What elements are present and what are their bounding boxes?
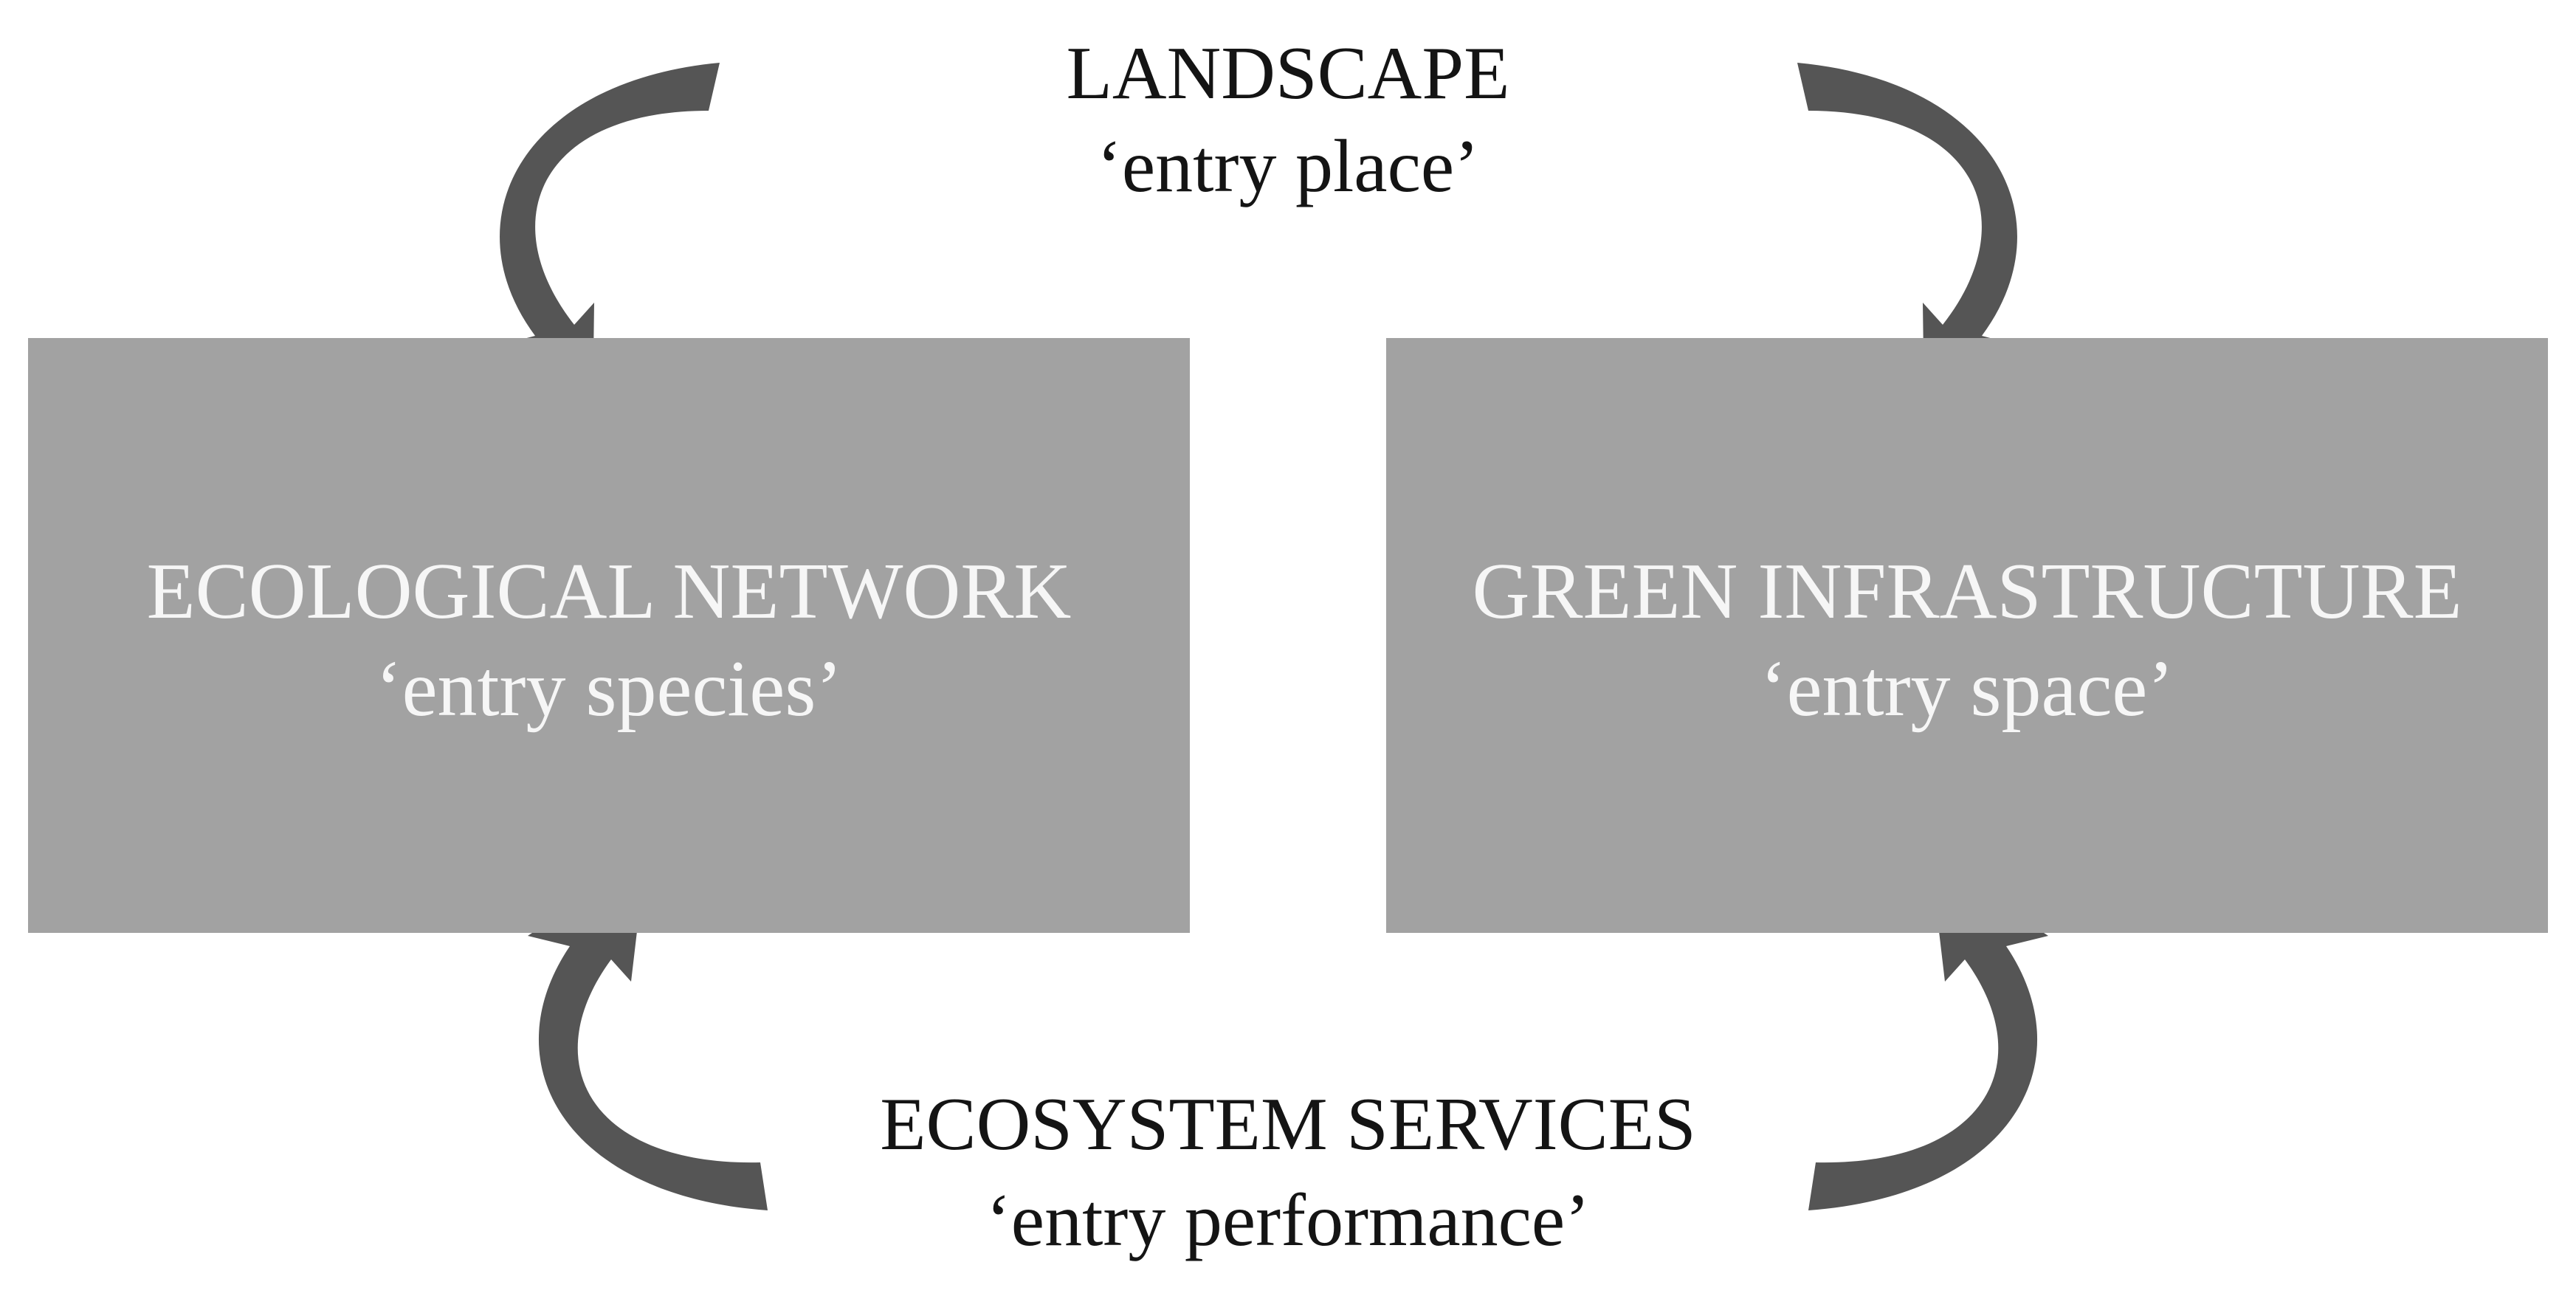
ecological-network-subtitle: ‘entry species’: [375, 645, 843, 733]
arrow-top-left: [493, 63, 720, 413]
arrow-bottom-right: [1808, 856, 2048, 1210]
landscape-title: LANDSCAPE: [1066, 32, 1510, 115]
ecological-network-title: ECOLOGICAL NETWORK: [146, 548, 1072, 635]
ecosystem-services-title: ECOSYSTEM SERVICES: [880, 1083, 1696, 1166]
arrow-top-right: [1797, 63, 2024, 413]
green-infrastructure-title: GREEN INFRASTRUCTURE: [1472, 548, 2462, 635]
green-infrastructure-subtitle: ‘entry space’: [1760, 645, 2174, 733]
ecosystem-services-subtitle: ‘entry performance’: [985, 1179, 1591, 1262]
green-infrastructure-box: GREEN INFRASTRUCTURE ‘entry space’: [1386, 338, 2548, 933]
ecological-network-box: ECOLOGICAL NETWORK ‘entry species’: [28, 338, 1190, 933]
landscape-subtitle: ‘entry place’: [1096, 125, 1480, 208]
arrow-bottom-left: [528, 856, 768, 1210]
